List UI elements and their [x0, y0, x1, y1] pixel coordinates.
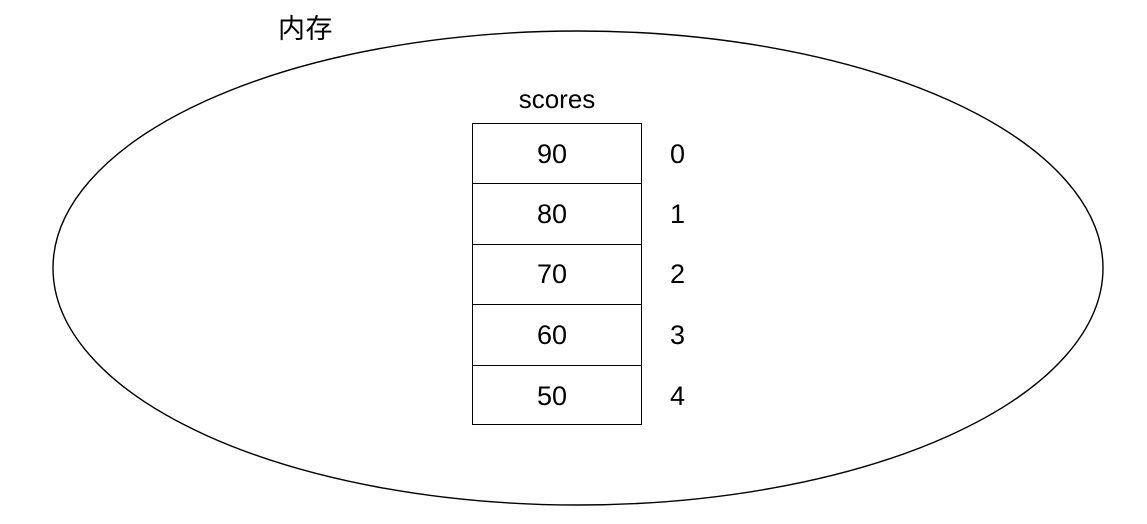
array-cell-value: 50 — [536, 380, 568, 411]
memory-region-label: 内存 — [278, 14, 333, 44]
array-table: 90 0 80 1 70 2 60 3 50 4 — [472, 123, 685, 426]
array-cell-row: 50 4 — [473, 366, 685, 426]
array-index-label: 0 — [670, 138, 686, 169]
array-cell-row: 60 3 — [473, 305, 685, 366]
array-cell-row: 70 2 — [473, 245, 685, 306]
array-cell-value: 80 — [536, 199, 568, 230]
array-index-label: 2 — [670, 259, 686, 290]
array-title-scores: scores — [518, 84, 596, 114]
array-index-label: 1 — [670, 199, 686, 230]
memory-boundary-shape — [52, 30, 1104, 506]
array-cell-value: 60 — [536, 319, 568, 350]
array-index-label: 4 — [670, 380, 686, 411]
array-cell-row: 80 1 — [473, 184, 685, 245]
array-cell-value: 90 — [536, 138, 568, 169]
array-index-label: 3 — [670, 319, 686, 350]
array-cell-row: 90 0 — [473, 124, 685, 185]
array-cell-value: 70 — [536, 259, 568, 290]
